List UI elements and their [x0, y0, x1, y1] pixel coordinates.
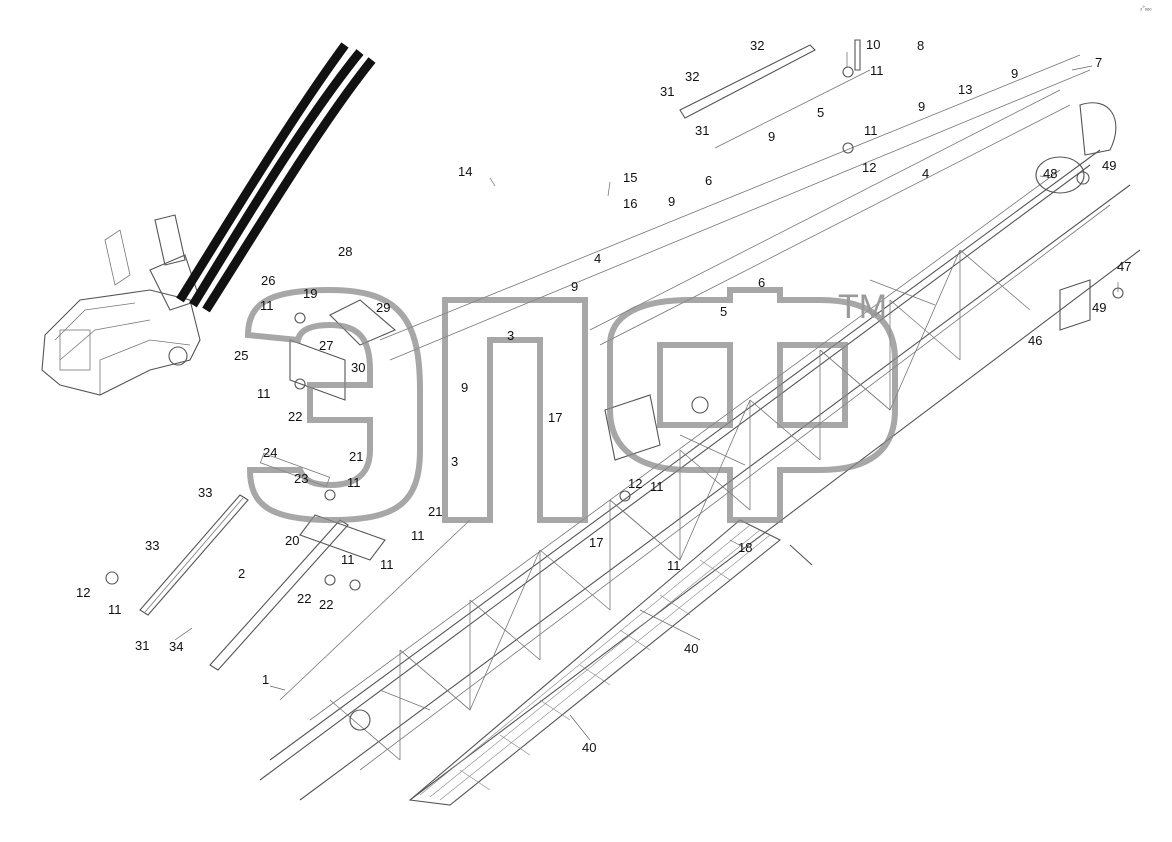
callout-6: 6 [758, 275, 765, 290]
callout-3: 3 [451, 454, 458, 469]
mesh-guard [408, 519, 782, 806]
callout-9: 9 [918, 99, 925, 114]
callout-34: 34 [169, 639, 183, 654]
callout-12: 12 [862, 160, 876, 175]
callout-19: 19 [303, 286, 317, 301]
callout-27: 27 [319, 338, 333, 353]
callout-8: 8 [917, 38, 924, 53]
side-strips [139, 44, 871, 701]
callout-22: 22 [297, 591, 311, 606]
callout-22: 22 [288, 409, 302, 424]
callout-25: 25 [234, 348, 248, 363]
callout-9: 9 [1011, 66, 1018, 81]
brackets [105, 39, 1124, 591]
watermark-tm: TM [838, 288, 887, 326]
callout-33: 33 [145, 538, 159, 553]
callout-32: 32 [750, 38, 764, 53]
milling-machine-illustration [41, 42, 376, 396]
callout-46: 46 [1028, 333, 1042, 348]
callout-30: 30 [351, 360, 365, 375]
leader-lines [174, 52, 1119, 741]
callout-21: 21 [428, 504, 442, 519]
callout-12: 12 [76, 585, 90, 600]
callout-1: 1 [262, 672, 269, 687]
callout-33: 33 [198, 485, 212, 500]
callout-49: 49 [1092, 300, 1106, 315]
callout-22: 22 [319, 597, 333, 612]
callout-10: 10 [866, 37, 880, 52]
callout-14: 14 [458, 164, 472, 179]
callout-5: 5 [817, 105, 824, 120]
callout-6: 6 [705, 173, 712, 188]
callout-18: 18 [738, 540, 752, 555]
callout-11: 11 [870, 63, 884, 78]
callout-24: 24 [263, 445, 277, 460]
callout-9: 9 [668, 194, 675, 209]
callout-2: 2 [238, 566, 245, 581]
watermark-logo: TM [244, 286, 898, 524]
callout-4: 4 [922, 166, 929, 181]
callout-26: 26 [261, 273, 275, 288]
callout-11: 11 [864, 123, 878, 138]
callout-11: 11 [260, 298, 274, 313]
conveyor-frame [259, 54, 1141, 801]
callout-11: 11 [257, 386, 271, 401]
callout-31: 31 [135, 638, 149, 653]
callout-31: 31 [660, 84, 674, 99]
callout-23: 23 [294, 471, 308, 486]
callout-labels: 1 2 3 3 4 4 5 5 6 6 7 8 9 9 9 9 9 9 10 1… [76, 37, 1131, 755]
callout-40: 40 [684, 641, 698, 656]
callout-9: 9 [571, 279, 578, 294]
callout-7: 7 [1095, 55, 1102, 70]
callout-12: 12 [628, 476, 642, 491]
callout-11: 11 [380, 557, 394, 572]
callout-21: 21 [349, 449, 363, 464]
callout-32: 32 [685, 69, 699, 84]
callout-11: 11 [108, 602, 122, 617]
callout-11: 11 [347, 475, 361, 490]
callout-40: 40 [582, 740, 596, 755]
callout-11: 11 [650, 479, 664, 494]
corner-mark: ₂°ₒₒₒ [1140, 6, 1152, 12]
callout-9: 9 [768, 129, 775, 144]
callout-11: 11 [667, 558, 681, 573]
callout-29: 29 [376, 300, 390, 315]
callout-47: 47 [1117, 259, 1131, 274]
callout-17: 17 [548, 410, 562, 425]
callout-48: 48 [1043, 166, 1057, 181]
callout-28: 28 [338, 244, 352, 259]
callout-5: 5 [720, 304, 727, 319]
callout-20: 20 [285, 533, 299, 548]
callout-13: 13 [958, 82, 972, 97]
callout-11: 11 [341, 552, 355, 567]
callout-15: 15 [623, 170, 637, 185]
callout-49: 49 [1102, 158, 1116, 173]
callout-17: 17 [589, 535, 603, 550]
callout-31: 31 [695, 123, 709, 138]
callout-16: 16 [623, 196, 637, 211]
callout-4: 4 [594, 251, 601, 266]
callout-11: 11 [411, 528, 425, 543]
callout-9: 9 [461, 380, 468, 395]
callout-3: 3 [507, 328, 514, 343]
